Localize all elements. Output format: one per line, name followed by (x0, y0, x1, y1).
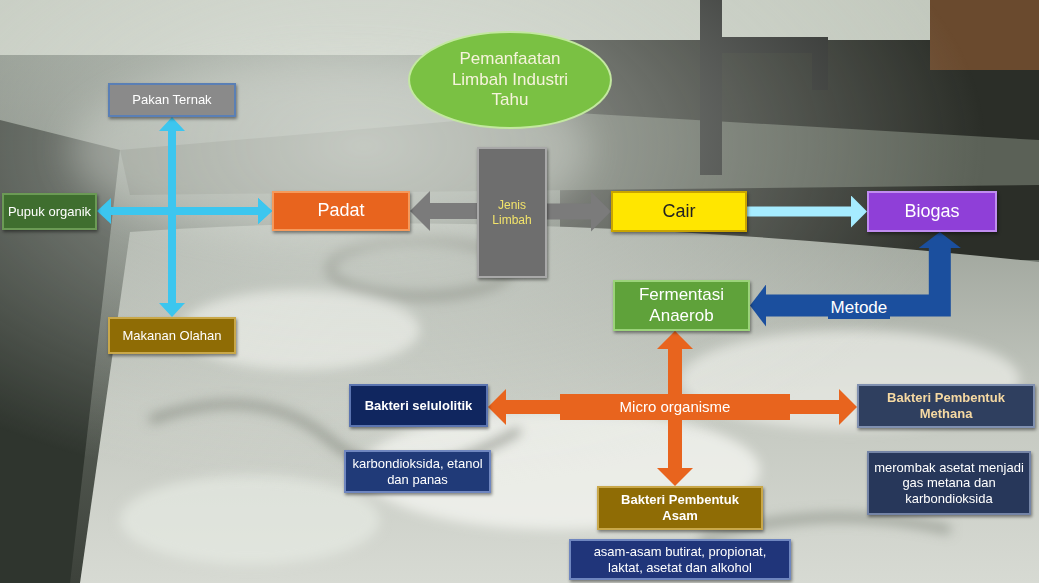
topic-ellipse: Pemanfaatan Limbah Industri Tahu (407, 30, 613, 130)
category-box: Padat (272, 191, 410, 231)
connector-arrow (747, 207, 851, 217)
connector-label: Metode (828, 298, 891, 318)
product-box: Biogas (867, 191, 997, 232)
node-text: Jenis Limbah (481, 198, 543, 227)
node-text: Makanan Olahan (122, 328, 221, 344)
node-text: asam-asam butirat, propionat, laktat, as… (576, 544, 784, 575)
node-text: Bakteri selulolitik (365, 398, 473, 414)
node-text: Cair (662, 201, 695, 223)
note-box: karbondioksida, etanol dan panas (344, 450, 491, 493)
connector-arrow (766, 248, 940, 306)
category-box: Cair (611, 191, 747, 232)
hub-box: Jenis Limbah (477, 147, 547, 278)
connector-arrow (547, 204, 591, 220)
node-text: Bakteri Pembentuk Methana (864, 390, 1028, 421)
hub-band: Micro organisme (560, 394, 790, 420)
organism-box: Bakteri selulolitik (349, 384, 488, 427)
product-box: Pupuk organik (2, 193, 97, 230)
node-text: Pakan Ternak (132, 92, 211, 108)
note-box: merombak asetat menjadi gas metana dan k… (867, 451, 1031, 515)
connector-arrow (172, 131, 258, 211)
node-text: Bakteri Pembentuk Asam (604, 492, 756, 523)
node-text: merombak asetat menjadi gas metana dan k… (874, 460, 1024, 507)
product-box: Makanan Olahan (108, 317, 236, 354)
node-text: karbondioksida, etanol dan panas (351, 456, 484, 487)
node-text: Pemanfaatan Limbah Industri Tahu (433, 49, 587, 110)
method-box: Fermentasi Anaerob (613, 280, 750, 331)
node-text: Fermentasi Anaerob (620, 285, 743, 326)
node-text: Micro organisme (620, 398, 731, 416)
connector-arrow (790, 400, 839, 414)
organism-box: Bakteri Pembentuk Methana (857, 384, 1035, 428)
connector-arrow (668, 349, 682, 394)
ellipse-fill (409, 32, 611, 128)
connector-arrow (430, 203, 477, 219)
node-text: Padat (317, 200, 364, 222)
product-box: Pakan Ternak (108, 83, 236, 117)
node-text: Biogas (904, 201, 959, 223)
node-text: Pupuk organik (8, 204, 91, 220)
organism-box: Bakteri Pembentuk Asam (597, 486, 763, 530)
note-box: asam-asam butirat, propionat, laktat, as… (569, 539, 791, 580)
connector-arrow (506, 400, 560, 414)
connector-arrow (668, 420, 682, 468)
connector-arrow (172, 211, 258, 303)
